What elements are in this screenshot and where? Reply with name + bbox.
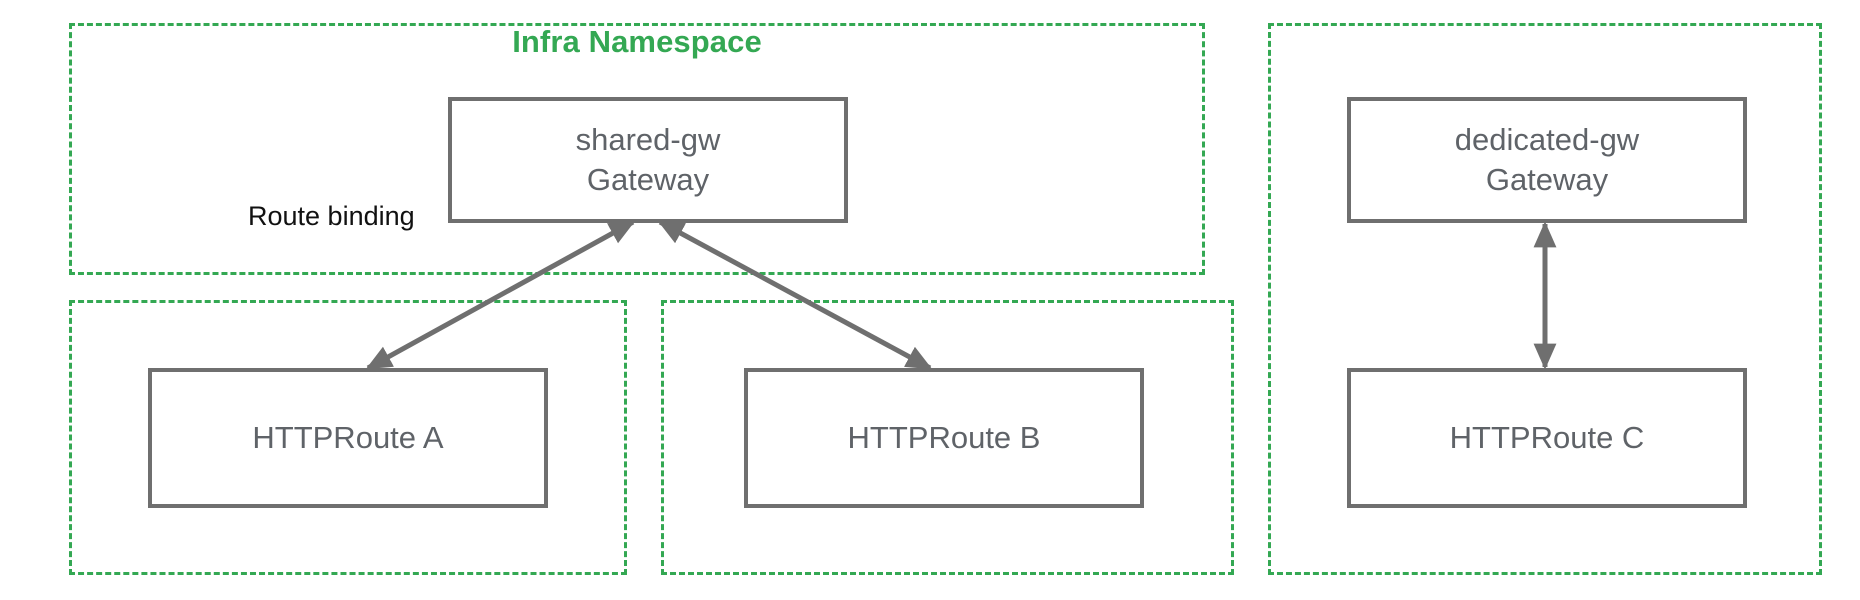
namespace-box-b	[661, 300, 1234, 575]
namespace-box-a	[69, 300, 627, 575]
resource-box-httproute-a[interactable]: HTTPRoute A	[148, 368, 548, 508]
resource-box-dedicated-gw[interactable]: dedicated-gw Gateway	[1347, 97, 1747, 223]
resource-box-httproute-b[interactable]: HTTPRoute B	[744, 368, 1144, 508]
annotation-route-binding: Route binding	[248, 201, 415, 231]
resource-box-shared-gw[interactable]: shared-gw Gateway	[448, 97, 848, 223]
resource-kind-dedicated-gw: Gateway	[1485, 162, 1609, 197]
resource-name-httproute-a: HTTPRoute A	[252, 420, 444, 456]
resource-name-dedicated-gw: dedicated-gw	[1454, 122, 1640, 158]
resource-box-httproute-c[interactable]: HTTPRoute C	[1347, 368, 1747, 508]
namespace-label-infra: Infra Namespace	[512, 24, 762, 59]
resource-kind-shared-gw: Gateway	[586, 162, 710, 197]
namespace-box-c	[1268, 23, 1822, 575]
resource-name-httproute-c: HTTPRoute C	[1449, 420, 1645, 456]
resource-name-httproute-b: HTTPRoute B	[847, 420, 1041, 456]
resource-name-shared-gw: shared-gw	[575, 122, 721, 158]
namespace-box-infra	[69, 23, 1205, 275]
